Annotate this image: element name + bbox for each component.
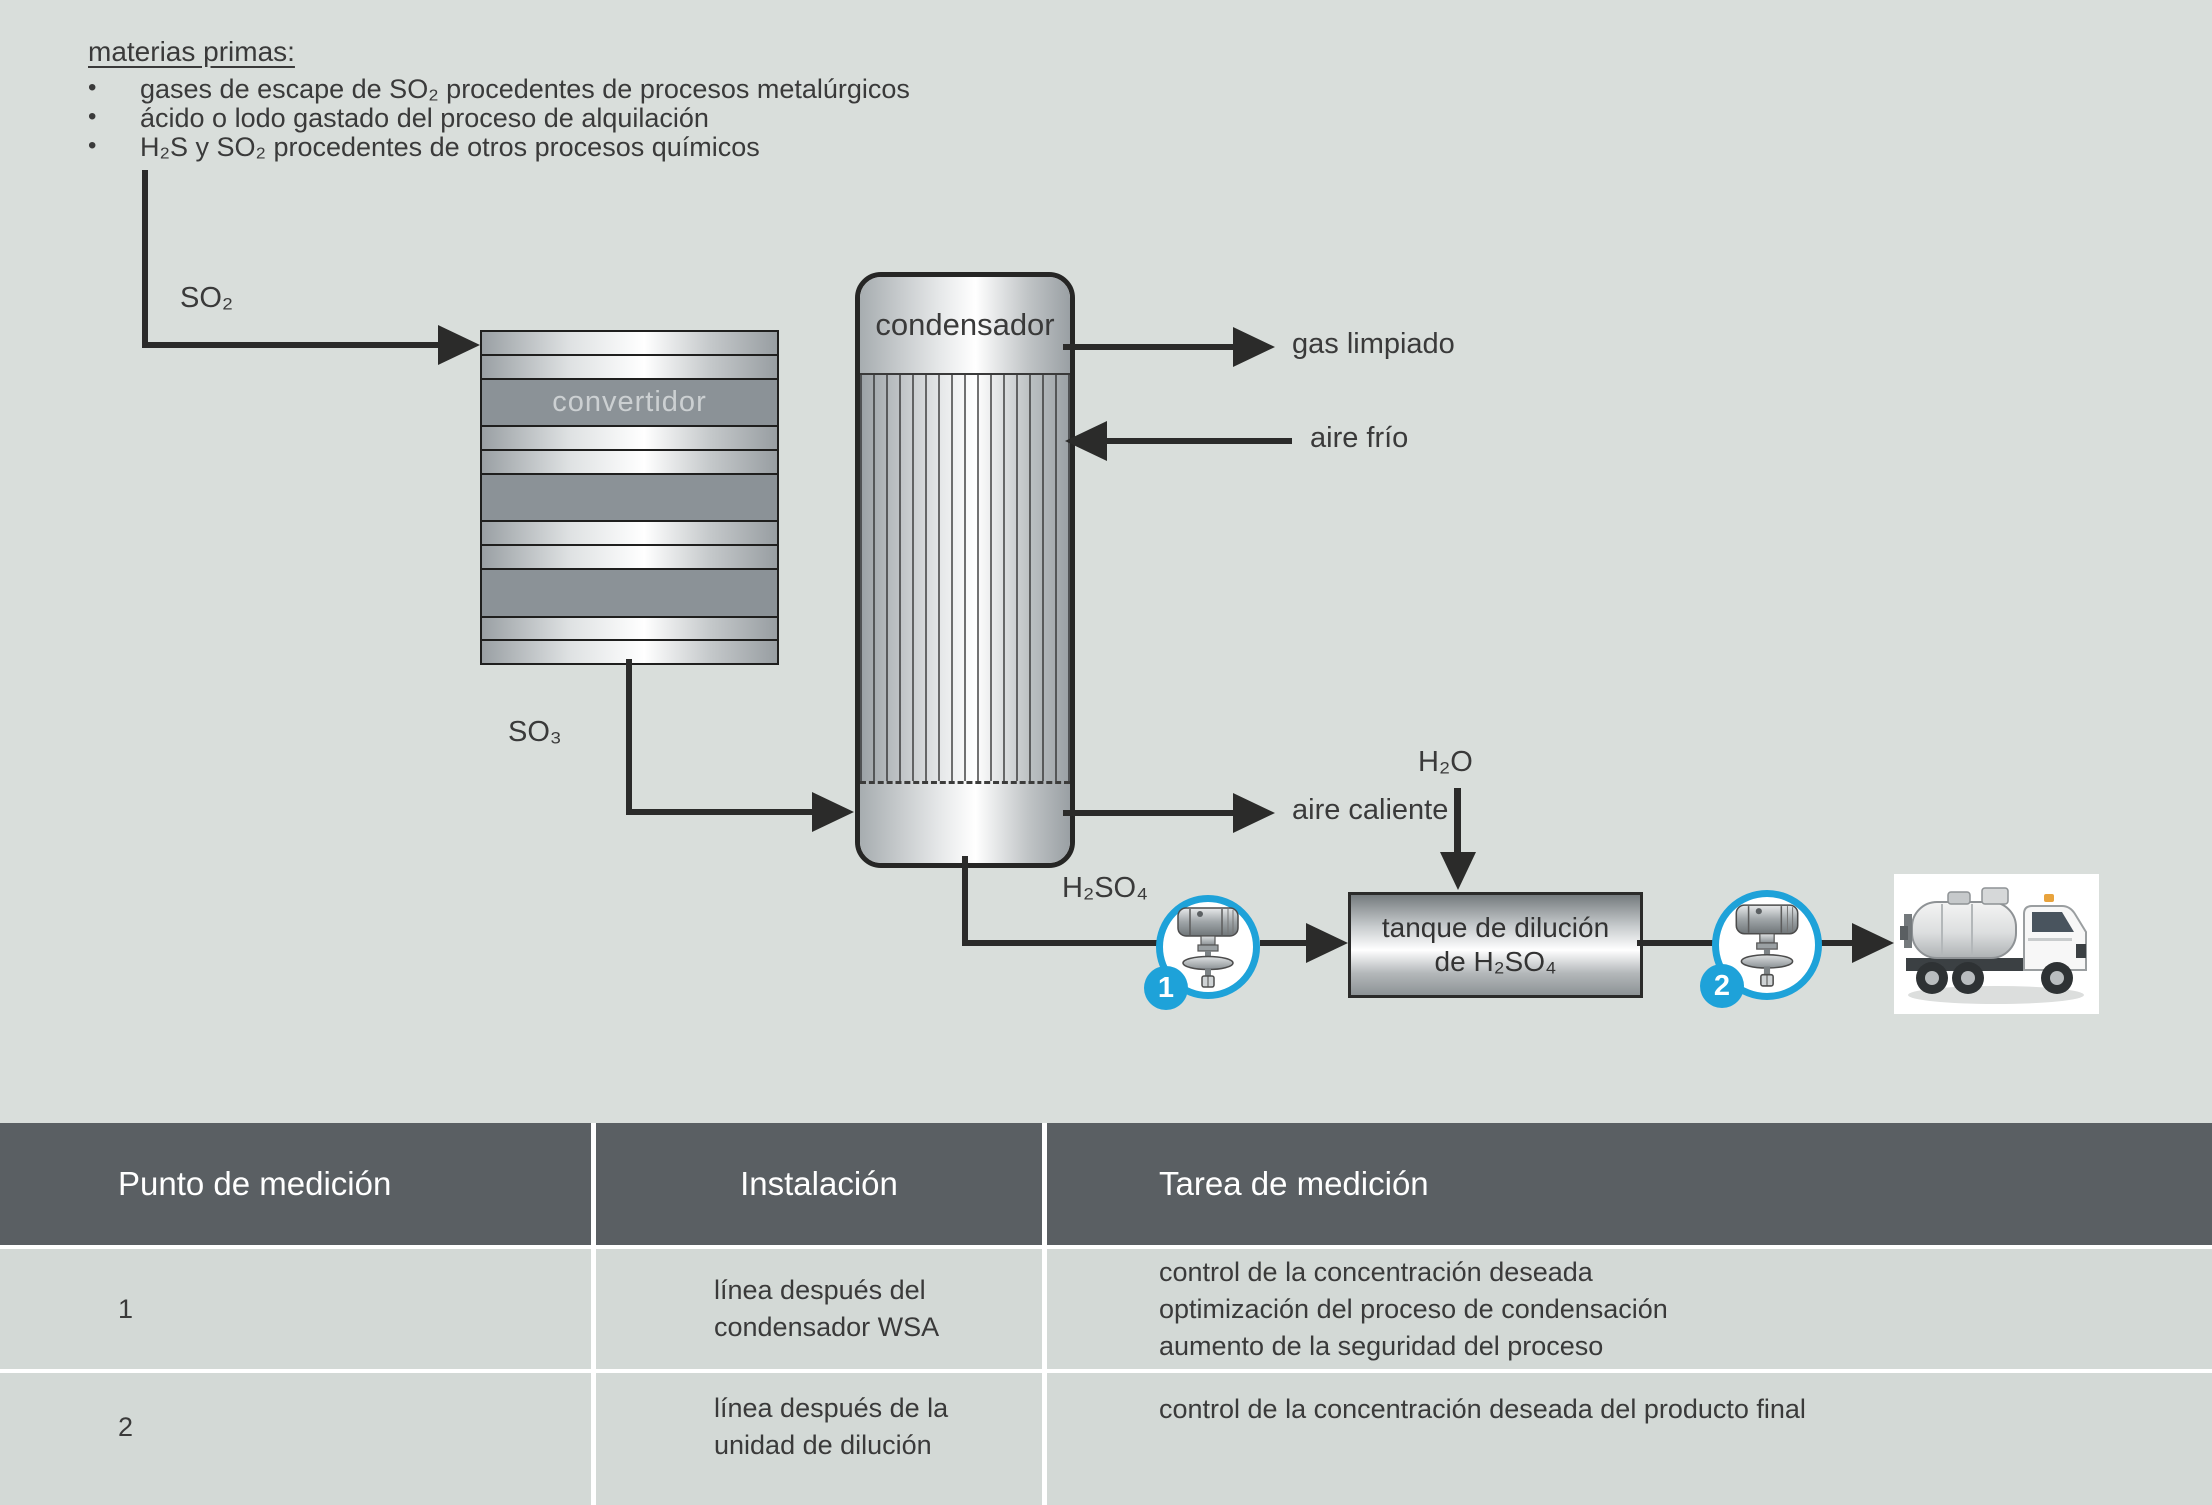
raw-material-item: • ácido o lodo gastado del proceso de al…	[88, 103, 709, 134]
bullet-icon: •	[88, 132, 97, 159]
raw-material-item: • H₂S y SO₂ procedentes de otros proceso…	[88, 132, 760, 163]
tanker-truck-icon	[1894, 874, 2099, 1014]
converter-label: convertidor	[552, 385, 707, 418]
hot-air-line	[1063, 810, 1235, 816]
converter-tray	[482, 450, 777, 475]
installation-line: línea después del	[714, 1275, 926, 1305]
so3-label: SO₃	[508, 716, 562, 748]
converter-tray	[482, 617, 777, 642]
task-line: control de la concentración deseada	[1159, 1256, 1593, 1287]
condenser-tube-bundle	[860, 375, 1070, 781]
condenser-bottom-cap	[860, 781, 1070, 863]
cold-air-arrowhead	[1065, 421, 1107, 461]
converter-catalyst-bed	[482, 474, 777, 523]
so3-line-horizontal	[626, 809, 814, 815]
condenser-head: condensador	[860, 277, 1070, 375]
so2-feed-line-horizontal	[142, 342, 440, 348]
h2so4-label: H₂SO₄	[1062, 872, 1148, 904]
table-row1-task: control de la concentración deseada opti…	[1047, 1249, 2212, 1369]
arrowhead-into-converter	[438, 325, 480, 365]
point-number: 2	[118, 1411, 134, 1442]
raw-materials-title: materias primas:	[88, 36, 295, 67]
h2o-line	[1454, 788, 1461, 856]
dilution-tank-label-line2: de H₂SO₄	[1434, 946, 1557, 977]
density-sensor-icon	[1177, 907, 1239, 988]
table-header-punto: Punto de medición	[0, 1123, 591, 1245]
sensor1-to-tank-line	[1260, 940, 1308, 946]
condenser-vessel: condensador	[855, 272, 1075, 868]
raw-material-item: • gases de escape de SO₂ procedentes de …	[88, 74, 910, 105]
clean-gas-label: gas limpiado	[1292, 328, 1455, 360]
task-line: control de la concentración deseada del …	[1159, 1393, 1806, 1424]
measuring-point-2-badge: 2	[1700, 964, 1744, 1008]
hot-air-label: aire caliente	[1292, 794, 1449, 826]
tank-to-sensor2-line	[1637, 940, 1715, 946]
condenser-label: condensador	[875, 307, 1055, 342]
raw-material-text: gases de escape de SO₂ procedentes de pr…	[140, 74, 910, 104]
table-row2-installation: línea después de la unidad de dilución	[596, 1373, 1042, 1505]
converter-tray	[482, 641, 777, 664]
clean-gas-line	[1063, 344, 1235, 350]
raw-material-text: H₂S y SO₂ procedentes de otros procesos …	[140, 132, 760, 162]
bullet-icon: •	[88, 103, 97, 130]
raw-material-text: ácido o lodo gastado del proceso de alqu…	[140, 103, 709, 133]
h2o-arrowhead	[1440, 852, 1476, 890]
table-row1-installation: línea después del condensador WSA	[596, 1249, 1042, 1369]
so2-label: SO₂	[180, 282, 234, 314]
cold-air-line	[1106, 438, 1292, 444]
converter-tray	[482, 522, 777, 547]
clean-gas-arrowhead	[1233, 327, 1275, 367]
table-row2-task: control de la concentración deseada del …	[1047, 1373, 2212, 1505]
dilution-tank-label-line1: tanque de dilución	[1381, 912, 1610, 943]
arrowhead-into-condenser	[812, 792, 854, 832]
so2-feed-line-vertical	[142, 170, 148, 348]
converter-catalyst-bed: convertidor	[482, 379, 777, 428]
converter-tray	[482, 427, 777, 451]
cold-air-label: aire frío	[1310, 422, 1409, 454]
installation-line: unidad de dilución	[714, 1430, 932, 1460]
h2so4-line-vertical	[962, 856, 968, 946]
bullet-icon: •	[88, 74, 97, 101]
table-header-tarea: Tarea de medición	[1047, 1123, 2212, 1245]
converter-vessel: convertidor	[480, 330, 779, 665]
so3-line-vertical	[626, 659, 632, 815]
table-row2-point: 2	[0, 1373, 591, 1505]
converter-catalyst-bed	[482, 569, 777, 618]
task-line: optimización del proceso de condensación	[1159, 1293, 1668, 1324]
h2o-label: H₂O	[1418, 746, 1473, 778]
installation-line: condensador WSA	[714, 1312, 940, 1342]
tanker-truck-image	[1894, 874, 2099, 1014]
converter-tray	[482, 332, 777, 356]
measuring-point-1-badge: 1	[1144, 966, 1188, 1010]
dilution-tank: tanque de dilución de H₂SO₄	[1348, 892, 1643, 998]
arrowhead-into-truck	[1852, 923, 1894, 963]
table-header-instalacion: Instalación	[596, 1123, 1042, 1245]
installation-line: línea después de la	[714, 1393, 949, 1423]
point-number: 1	[118, 1293, 134, 1324]
sensor2-to-truck-line	[1820, 940, 1856, 946]
arrowhead-into-tank	[1306, 923, 1348, 963]
converter-tray	[482, 355, 777, 380]
density-sensor-icon	[1735, 904, 1799, 987]
h2so4-line-horizontal	[962, 940, 1158, 946]
measuring-points-table: Punto de medición Instalación Tarea de m…	[0, 1123, 2212, 1505]
table-row1-point: 1	[0, 1249, 591, 1369]
hot-air-arrowhead	[1233, 793, 1275, 833]
converter-tray	[482, 546, 777, 570]
task-line: aumento de la seguridad del proceso	[1159, 1330, 1604, 1361]
